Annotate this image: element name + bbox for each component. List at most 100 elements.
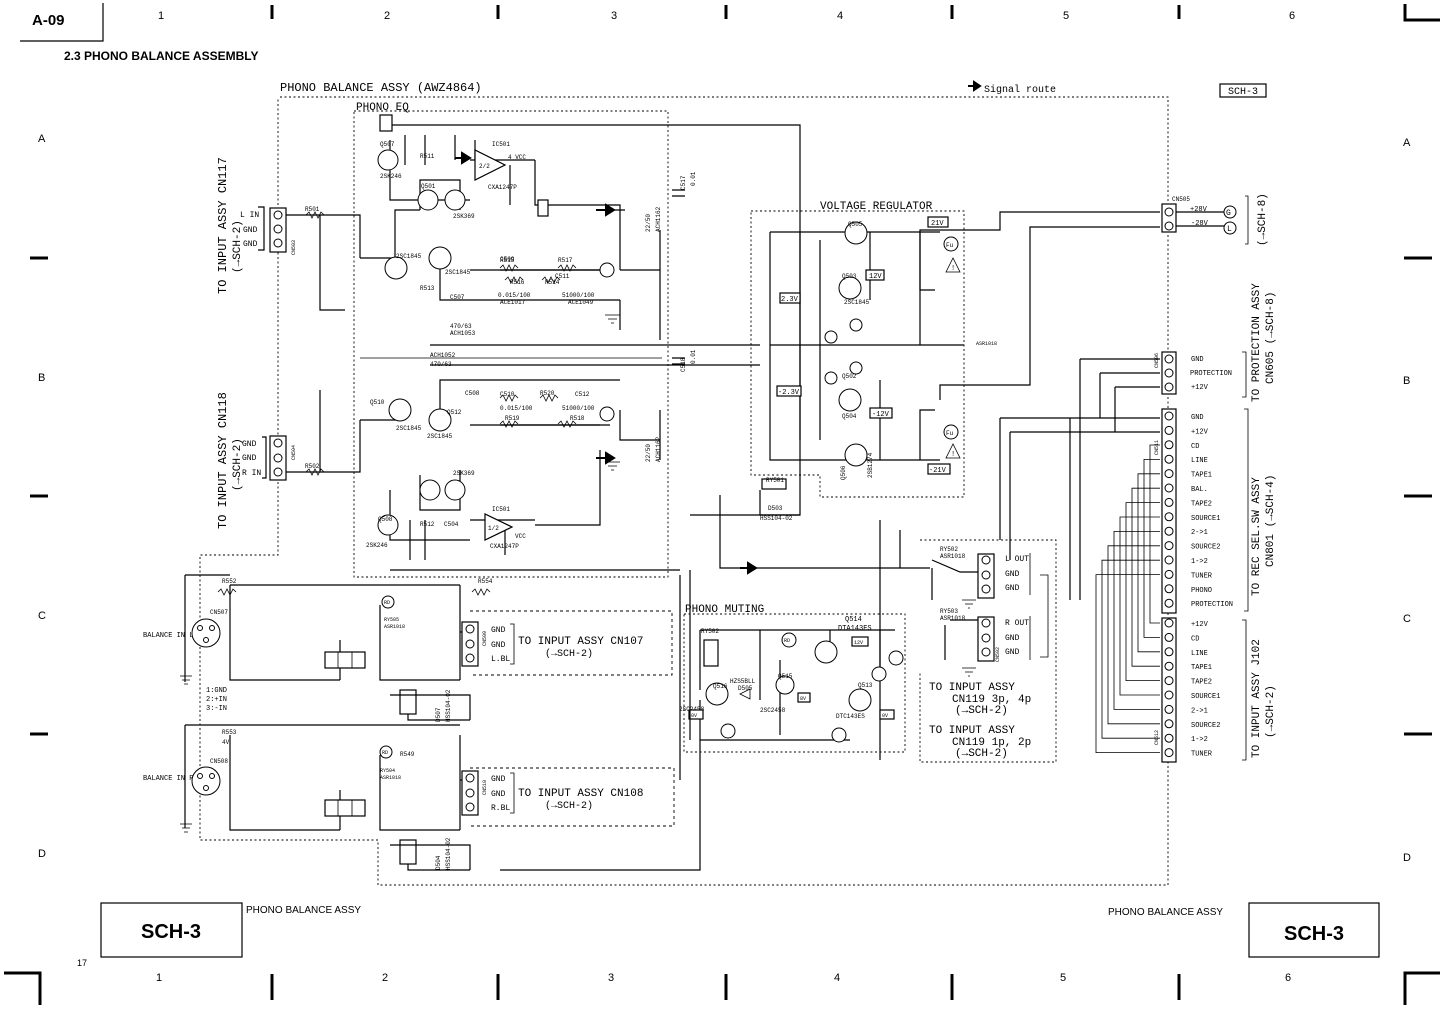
q-l2-part: 2SC1845 [445, 269, 471, 276]
cn117-connector: TO INPUT ASSY CN117 (→SCH-2) L IN GND GN… [216, 157, 325, 294]
cn505-connector: CN505 +28V -28V G L (→SCH-8) [919, 193, 1269, 400]
c512-value: 51000/100 [562, 405, 595, 412]
cn502-connector: CN502 L OUT GND GND R OUT GND GND RY502 … [719, 495, 1057, 763]
cn509-pin-2: GND [491, 641, 506, 650]
c508-ref: C508 [465, 390, 480, 397]
q513-part: DTC143ES [836, 713, 865, 720]
bus-trace [1143, 459, 1160, 638]
phono-muting-label: PHONO MUTING [685, 604, 764, 616]
assembly-outline: PHONO BALANCE ASSY (AWZ4864) Signal rout… [199, 80, 1267, 886]
cn511-connector: GND+12VCDLINETAPE1BAL.TAPE2SOURCE12->1SO… [1154, 408, 1277, 614]
c509-value: 0.015/100 [498, 292, 531, 299]
footer-right-label: PHONO BALANCE ASSY [1108, 907, 1223, 918]
col-label-2-bottom: 2 [382, 972, 388, 984]
cn512-pin-label: CD [1191, 635, 1199, 643]
q515-ref: Q515 [778, 673, 793, 680]
cn512-pin-label: SOURCE2 [1191, 722, 1220, 730]
cn511-pin-label: 1->2 [1191, 558, 1208, 566]
ry503-part: ASR1018 [940, 615, 966, 622]
ry501-ref: RY501 [766, 477, 784, 484]
ry505-ref: RY505 [384, 617, 399, 623]
footer-right-code: SCH-3 [1284, 923, 1344, 945]
cn506-pin-1: GND [1191, 356, 1204, 364]
d507-part: HSS104-02 [445, 689, 452, 722]
cn511-pin-dot [1164, 440, 1174, 450]
cn502-pin-gnd1: GND [1005, 570, 1020, 579]
hzs5bll-part: HZS5BLL [730, 678, 756, 685]
cn511-pin-dot [1164, 483, 1174, 493]
balance-in-l: BALANCE IN L CN507 1:GND 2:+IN 3:-IN R55… [143, 570, 691, 740]
cn512-pin-dot [1164, 719, 1174, 729]
d505-ref: D505 [738, 685, 753, 692]
q505-ref: Q505 [848, 221, 863, 228]
cn511-pin-dot [1164, 555, 1174, 565]
voltage-mute-0v-a: 0V [691, 713, 697, 719]
c507-code: ACH1053 [450, 330, 476, 337]
row-label-b-right: B [1403, 375, 1410, 387]
cn505-ref: CN505 [1172, 196, 1190, 203]
c508-value: 470/63 [430, 361, 452, 368]
c511-ref: C511 [555, 273, 570, 280]
footer-left-code: SCH-3 [141, 921, 201, 943]
cn119-a-line1: TO INPUT ASSY [929, 682, 1015, 694]
cn506-vertical-label: TO PROTECTION ASSY [1251, 283, 1263, 402]
c504-ref: C504 [444, 521, 459, 528]
cn506-pin-3: +12V [1191, 384, 1209, 392]
cn502-pin-gnd4: GND [1005, 648, 1020, 657]
ic501-top-part: CXA1247P [488, 184, 517, 191]
q512-ref: Q512 [447, 409, 462, 416]
cn511-pin-dot [1164, 512, 1174, 522]
rd-r-marker: RD [382, 750, 388, 756]
cn512-pin-dot [1164, 618, 1174, 628]
footer-left-label: PHONO BALANCE ASSY [246, 905, 361, 916]
d507-ref: D507 [435, 707, 442, 722]
row-label-a-right: A [1403, 137, 1411, 149]
r516-ref: R516 [510, 279, 525, 286]
q-r2-part: 2SC1845 [427, 433, 453, 440]
cn511-pin-label: BAL. [1191, 486, 1208, 494]
sheet-tag: SCH-3 [1228, 87, 1258, 98]
cn511-pin-label: GND [1191, 414, 1204, 422]
q501-part: 2SK369 [453, 213, 475, 220]
cn119-a-line2: CN119 3p, 4p [952, 694, 1031, 706]
cn118-ref: CN504 [291, 445, 297, 460]
ic501-top-vcc: 4 VCC [508, 154, 526, 161]
fuse-mark-top: Fu [946, 242, 954, 249]
bus-trace [1095, 574, 1160, 753]
cn510-pin-3: R.BL [491, 804, 510, 813]
col-label-1-bottom: 1 [156, 972, 162, 984]
r518-ref: R518 [570, 415, 585, 422]
bus-wiring [999, 417, 1160, 753]
col-label-1: 1 [158, 10, 164, 22]
ic501-bot-ref: IC501 [492, 506, 510, 513]
cn505-g: G [1226, 209, 1231, 218]
cn512-pin-label: 2->1 [1191, 707, 1208, 715]
cn502-pin-lout: L OUT [1005, 555, 1029, 564]
cn510-pin-1: GND [491, 775, 506, 784]
c509-code: ACE1017 [500, 299, 526, 306]
r502-ref: R502 [305, 463, 320, 470]
q516-ref: Q516 [713, 683, 728, 690]
cn512-pin-dot [1164, 748, 1174, 758]
signal-route-label: Signal route [984, 84, 1056, 96]
c508-code: ACH1052 [430, 352, 456, 359]
cn512-pin-dot [1164, 647, 1174, 657]
cn511-pin-dot [1164, 526, 1174, 536]
q513-ref: Q513 [858, 682, 873, 689]
q-r1-part: 2SC1845 [396, 425, 422, 432]
cn506-ref: CN506 [1154, 353, 1160, 368]
cn512-pin-label: TAPE1 [1191, 664, 1212, 672]
cn506-vertical-sub: CN605 (→SCH-8) [1265, 292, 1277, 384]
cn511-pin-dot [1164, 598, 1174, 608]
cn117-pin-1: L IN [240, 211, 259, 220]
cn512-vertical-label: TO INPUT ASSY J102 [1251, 639, 1263, 758]
cn510-target: TO INPUT ASSY CN108 [518, 788, 643, 800]
r552-value: 4V [222, 739, 230, 746]
cn512-pin-label: LINE [1191, 650, 1208, 658]
cn119-b-line3: (→SCH-2) [955, 748, 1008, 760]
bus-trace [1113, 531, 1160, 710]
c518-value: 0.01 [690, 349, 697, 364]
cn505-l: L [1227, 225, 1232, 234]
bus-trace [1119, 516, 1160, 696]
cn512-connector: +12VCDLINETAPE1TAPE2SOURCE12->1SOURCE21-… [1154, 617, 1277, 763]
